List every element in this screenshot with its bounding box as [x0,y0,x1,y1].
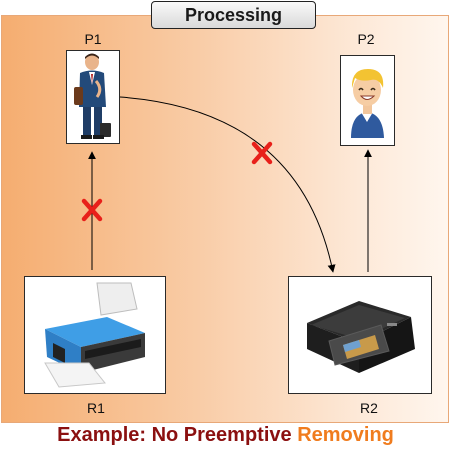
businessman-icon [74,53,111,139]
process-label-p1: P1 [84,31,102,47]
request-arrow-p1-to-r2 [119,96,336,273]
scanner-icon [307,301,415,373]
smiling-person-icon [351,69,384,138]
cross-icon [251,141,273,165]
diagram-caption: Example: No Preemptive Removing [0,424,451,447]
process-card-p2 [340,55,395,146]
resource-card-r2 [288,276,432,394]
resource-label-r1: R1 [87,400,105,416]
caption-highlight: Removing [297,424,394,446]
caption-main: Example: No Preemptive [57,424,292,446]
process-card-p1 [66,50,120,144]
printer-icon [44,282,145,388]
panel-title: Processing [151,1,316,29]
resource-card-r1 [24,276,166,394]
process-label-p2: P2 [357,31,375,47]
cross-icon [81,198,103,222]
resource-label-r2: R2 [360,400,378,416]
